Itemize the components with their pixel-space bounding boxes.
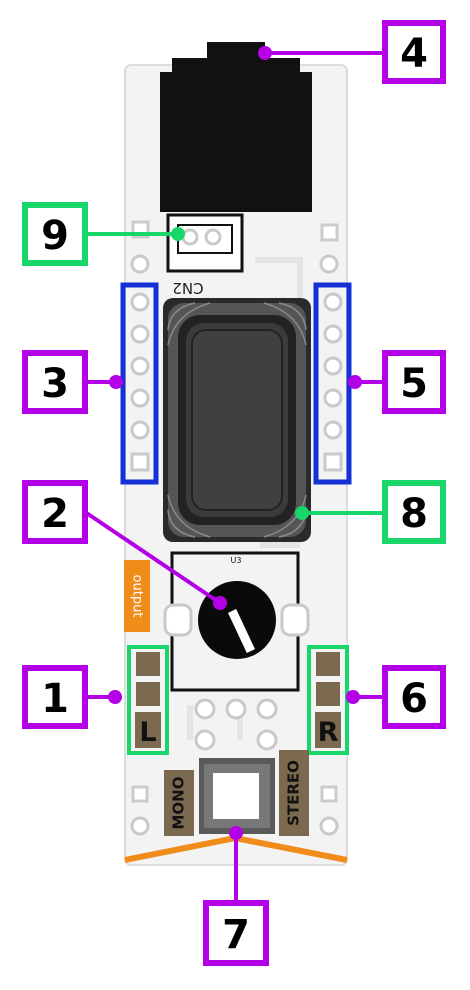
callout-7: 7: [203, 900, 269, 966]
callout-8: 8: [382, 480, 446, 544]
left-pad-label: L: [139, 717, 156, 748]
switch-stereo-label: STEREO: [285, 760, 303, 826]
callout-8-number: 8: [400, 491, 428, 537]
through-holes-bottom: [130, 698, 339, 836]
right-pad-label: R: [318, 717, 339, 748]
left-pin-header: [120, 282, 159, 485]
leader-lines: [83, 46, 385, 902]
audio-jack: [160, 42, 312, 212]
callout-5-number: 5: [400, 361, 428, 407]
callout-6-number: 6: [400, 676, 428, 722]
callout-5: 5: [382, 350, 446, 414]
u3-label: U3: [231, 556, 242, 565]
callout-9-number: 9: [41, 213, 69, 259]
callout-1-number: 1: [41, 676, 69, 722]
left-output-pads: L: [127, 645, 169, 755]
callout-3-number: 3: [41, 361, 69, 407]
output-tag: output: [124, 560, 150, 632]
output-label: output: [130, 575, 145, 618]
cn2-connector: CN2: [166, 213, 244, 297]
callout-4-number: 4: [400, 31, 428, 77]
callout-6: 6: [382, 665, 446, 729]
callout-1: 1: [22, 665, 88, 729]
callout-4: 4: [382, 20, 446, 84]
switch-mono-label: MONO: [170, 777, 188, 830]
cn2-label: CN2: [172, 279, 203, 297]
speaker: [163, 298, 311, 542]
callout-2-number: 2: [41, 491, 69, 537]
callout-3: 3: [22, 350, 88, 414]
callout-9: 9: [22, 202, 88, 266]
mono-stereo-switch: MONO STEREO: [164, 750, 309, 836]
callout-2: 2: [22, 480, 88, 544]
callout-7-number: 7: [222, 912, 250, 958]
